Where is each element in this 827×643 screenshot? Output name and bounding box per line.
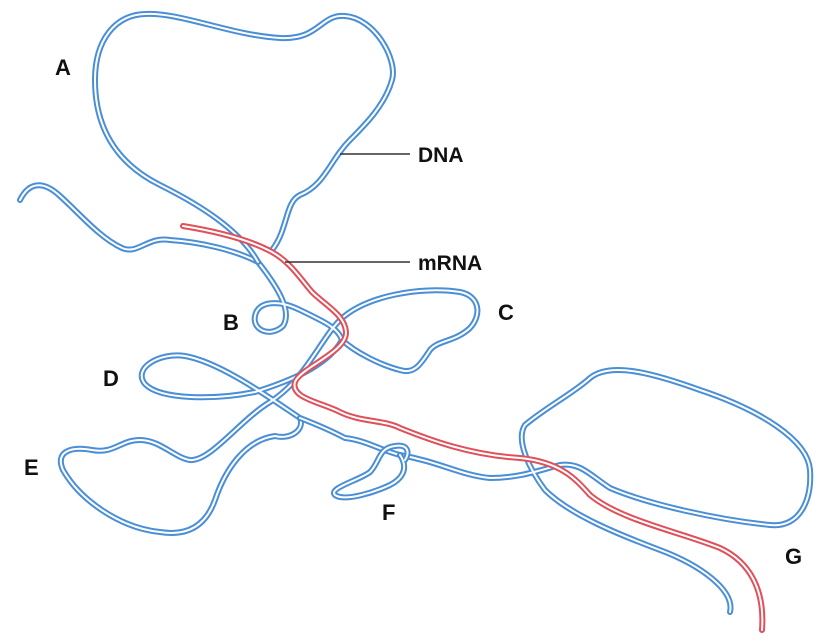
loop-label-c: C bbox=[498, 300, 514, 325]
loop-label-d: D bbox=[103, 366, 119, 391]
dna-strand bbox=[17, 10, 814, 615]
loop-label-f: F bbox=[382, 500, 395, 525]
loop-label-a: A bbox=[55, 55, 71, 80]
dna-label: DNA bbox=[418, 144, 464, 167]
loop-label-b: B bbox=[223, 310, 239, 335]
mrna-label: mRNA bbox=[418, 252, 482, 275]
loop-label-g: G bbox=[785, 544, 802, 569]
loop-label-e: E bbox=[24, 455, 39, 480]
mrna-strand bbox=[180, 223, 766, 633]
